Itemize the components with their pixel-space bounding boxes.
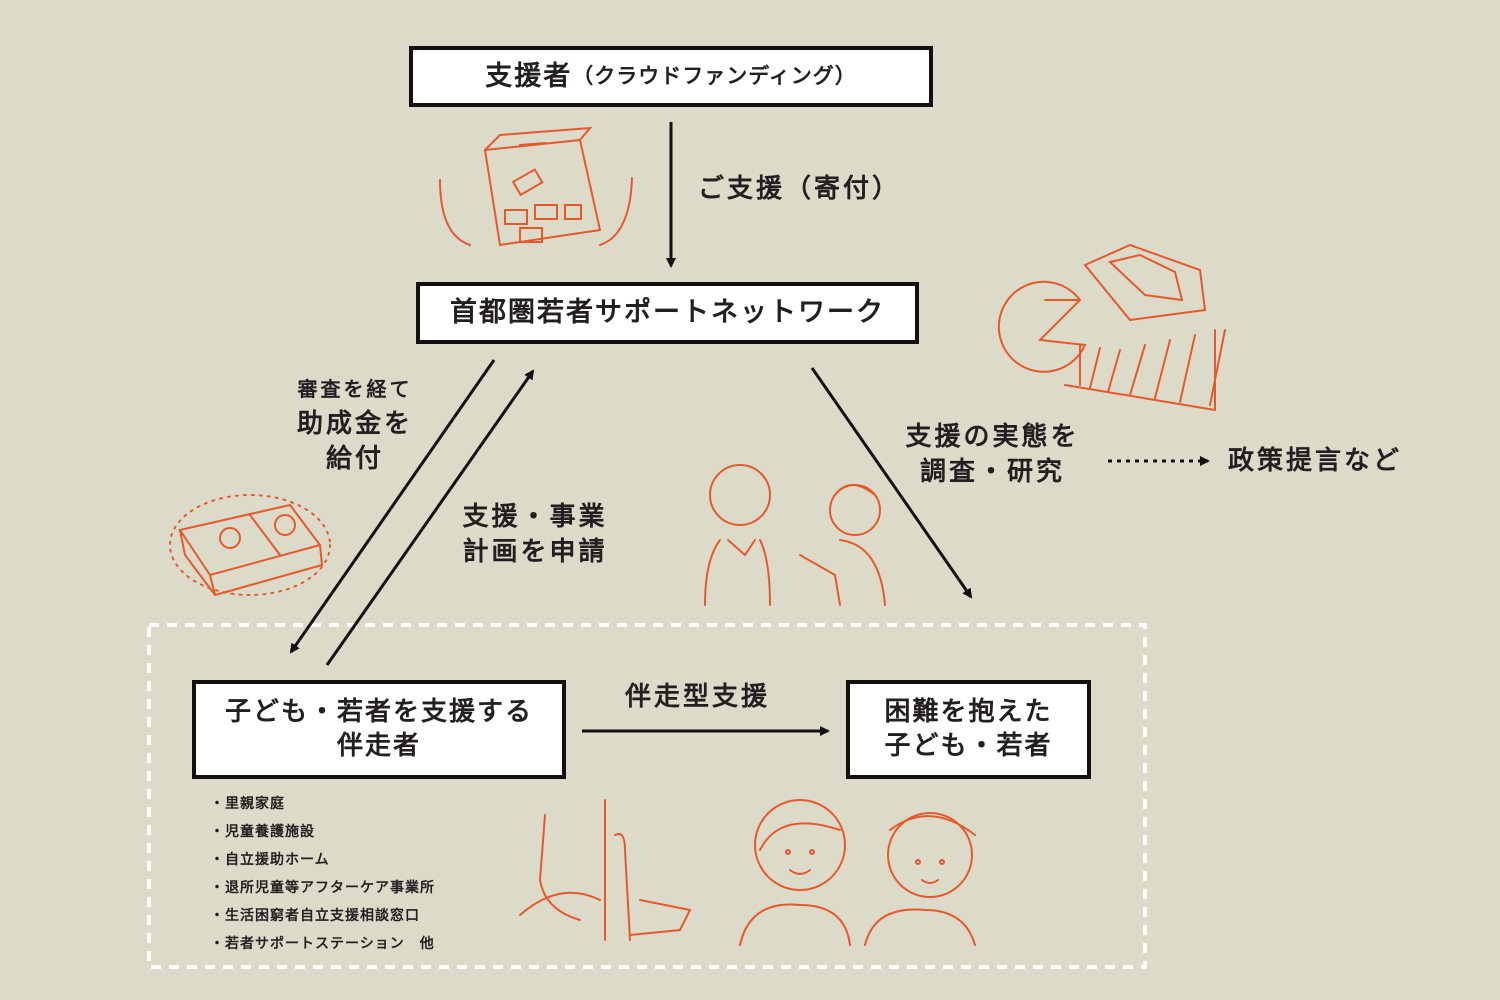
supporter-box: 支援者 （クラウドファンディング） (409, 46, 933, 107)
money-bundle-illustration (169, 494, 331, 596)
hands-illustration (519, 799, 692, 941)
research-label: 支援の実態を 調査・研究 (885, 420, 1100, 490)
list-item: ・里親家庭 (210, 796, 285, 812)
network-title: 首都圏若者サポートネットワーク (450, 297, 885, 329)
supporter-sub: （クラウドファンディング） (572, 63, 857, 88)
list-item: ・生活困窮者自立支援相談窓口 (210, 908, 420, 924)
supporter-main: 支援者 (485, 60, 573, 92)
youth-box: 困難を抱えた 子ども・若者 (846, 680, 1091, 779)
people-talking-illustration (704, 464, 886, 606)
apply-label: 支援・事業 計画を申請 (440, 500, 630, 570)
youth-faces-illustration (739, 799, 976, 946)
companion-line2: 伴走者 (336, 730, 421, 761)
list-item: ・若者サポートステーション 他 (210, 936, 435, 952)
list-item: ・退所児童等アフターケア事業所 (210, 880, 435, 896)
network-box: 首都圏若者サポートネットワーク (416, 282, 919, 344)
research-line2: 調査・研究 (919, 457, 1065, 487)
youth-line1: 困難を抱えた (884, 696, 1053, 727)
arrow-grant (289, 359, 496, 654)
research-line1: 支援の実態を (905, 422, 1080, 452)
donation-box-illustration (439, 126, 633, 247)
list-item: ・自立援助ホーム (210, 852, 330, 868)
donation-label: ご支援（寄付） (698, 174, 902, 204)
policy-label: 政策提言など (1228, 446, 1403, 476)
dashed-group-frame (147, 623, 1147, 969)
grant-line1: 審査を経て (297, 377, 413, 401)
companion-box: 子ども・若者を支援する 伴走者 (192, 680, 566, 779)
grant-line2: 助成金を (296, 409, 413, 439)
arrow-research (810, 367, 973, 599)
companion-line1: 子ども・若者を支援する (224, 696, 533, 727)
charts-illustration (997, 243, 1226, 411)
arrow-apply (325, 369, 535, 666)
apply-line1: 支援・事業 (462, 502, 608, 532)
companion-list: ・里親家庭 ・児童養護施設 ・自立援助ホーム ・退所児童等アフターケア事業所 ・… (210, 790, 435, 958)
accompany-label: 伴走型支援 (625, 682, 771, 712)
youth-line2: 子ども・若者 (884, 730, 1053, 761)
apply-line2: 計画を申請 (462, 537, 608, 567)
grant-label: 審査を経て 助成金を 給付 (280, 372, 430, 477)
list-item: ・児童養護施設 (210, 824, 315, 840)
grant-line3: 給付 (325, 444, 384, 474)
